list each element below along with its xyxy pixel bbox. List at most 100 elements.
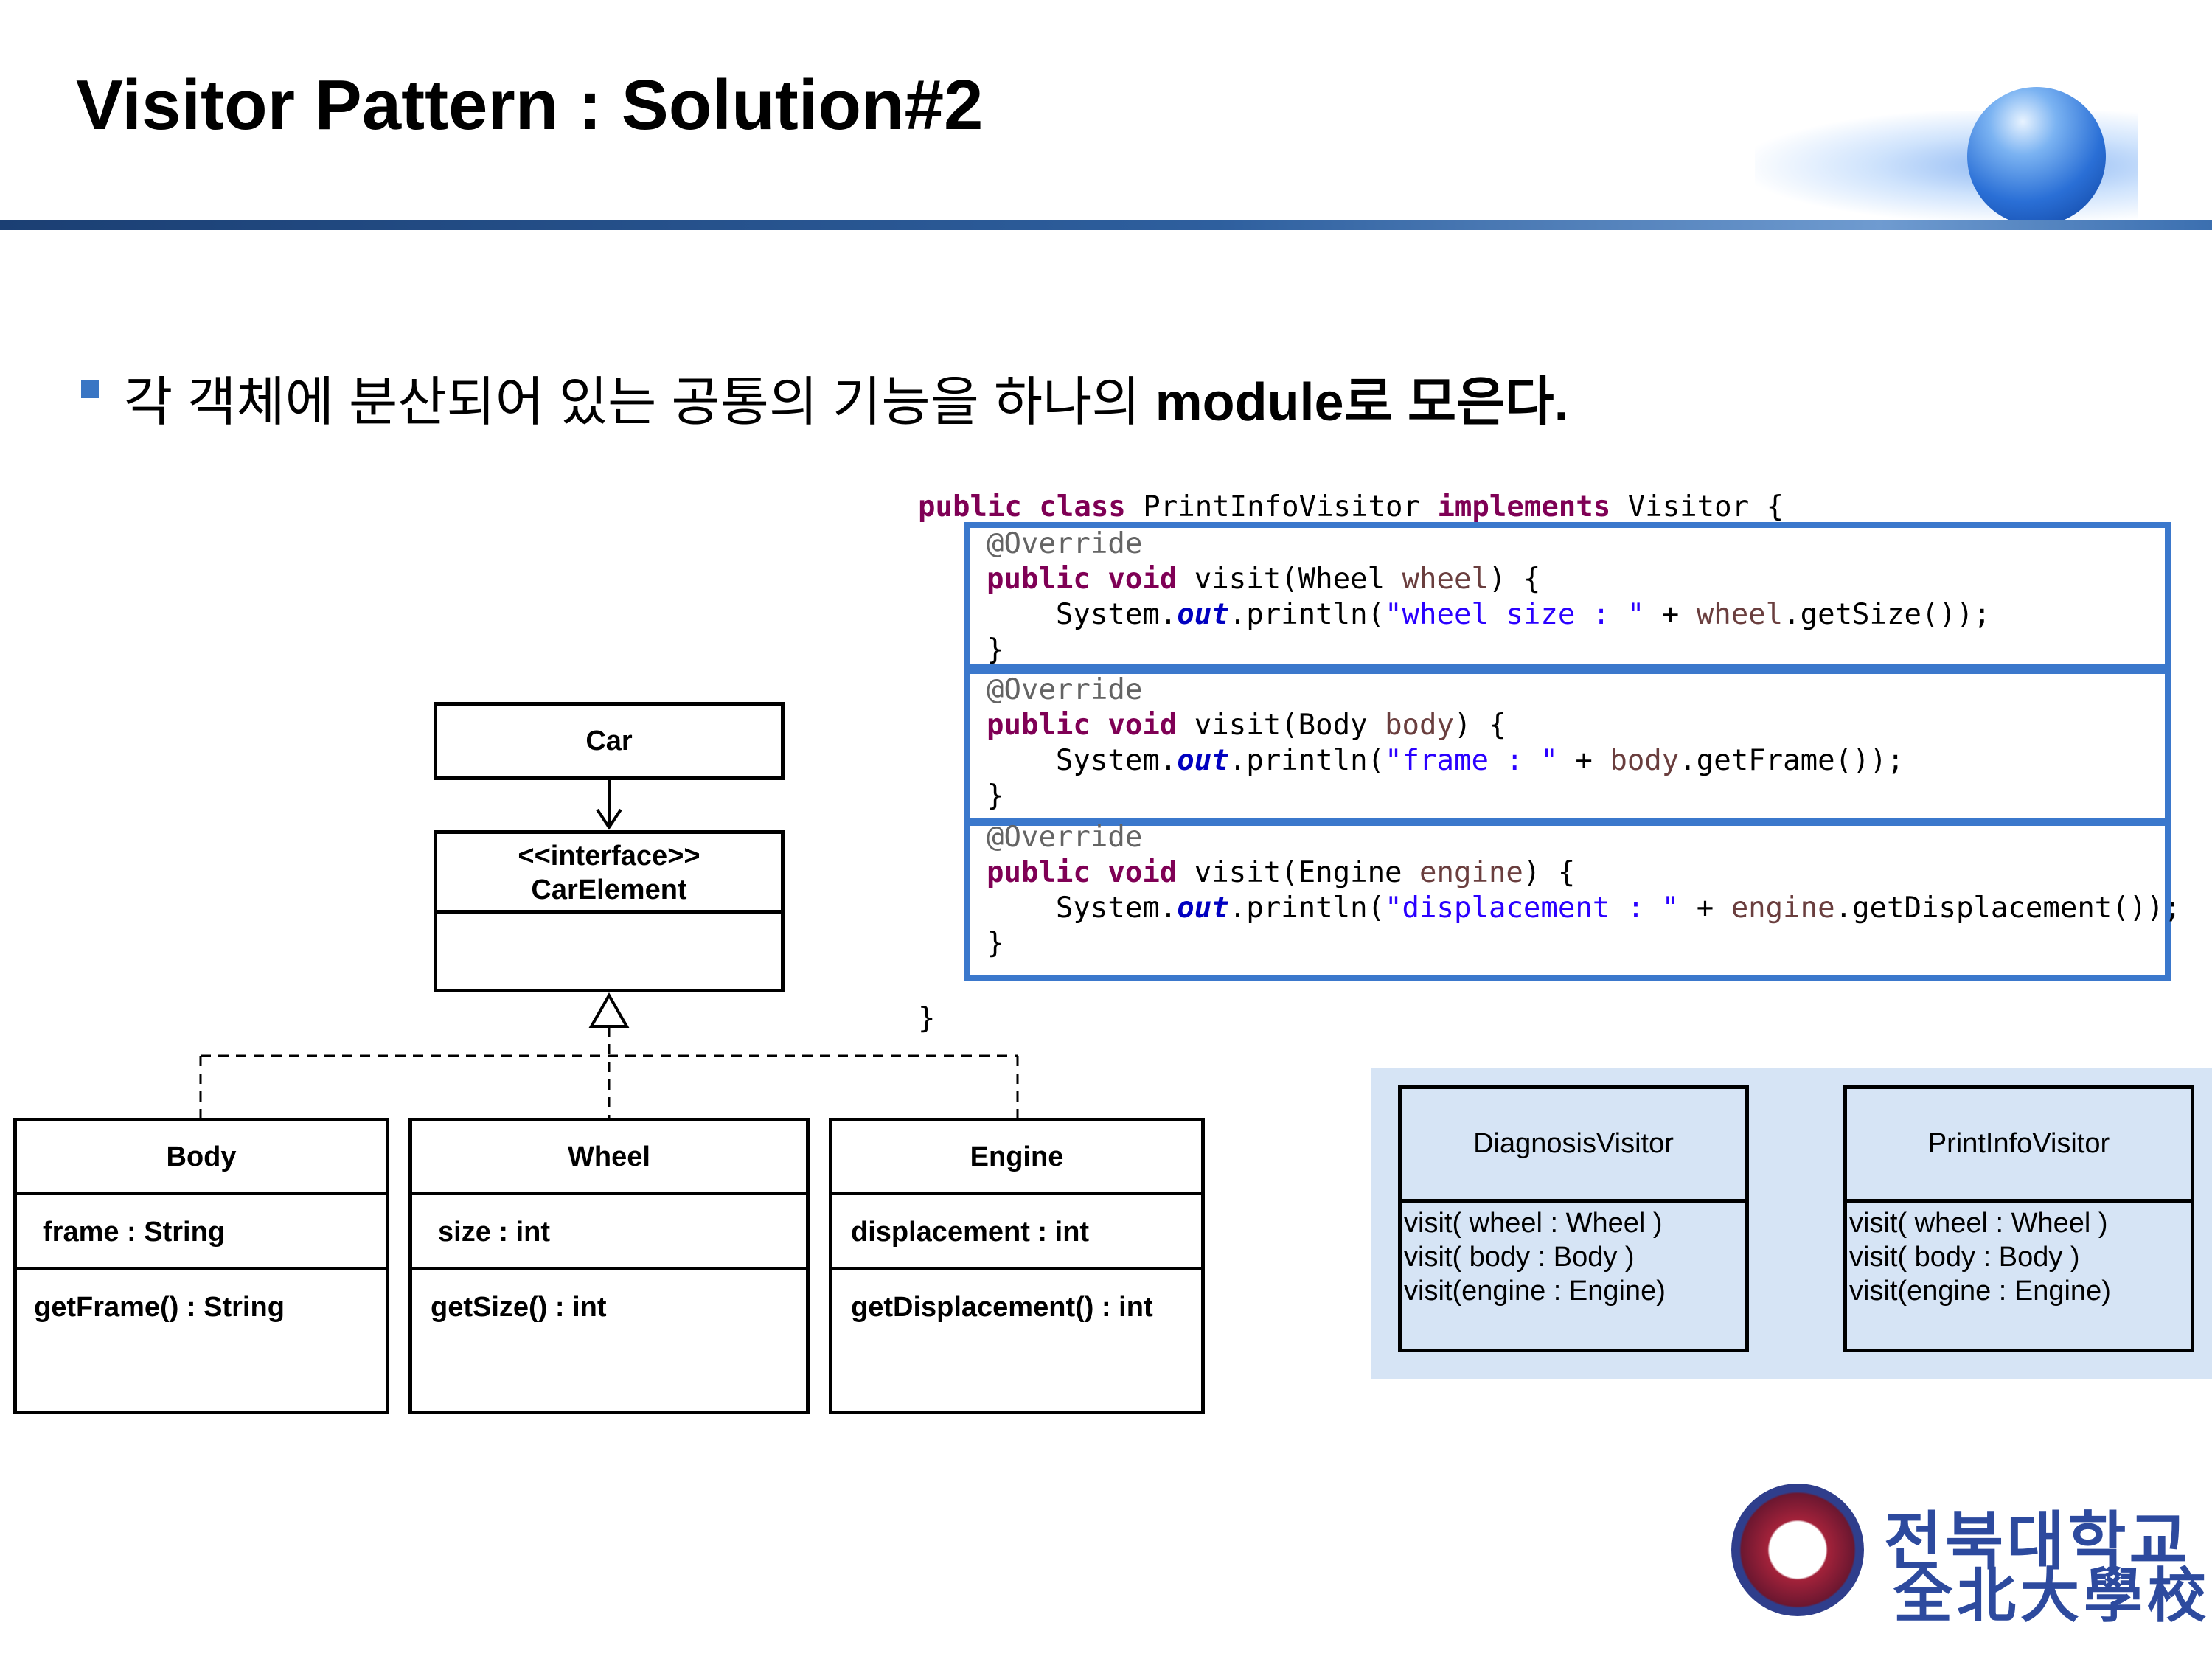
university-name-hanja: 全北大學校 <box>1893 1563 2211 1629</box>
university-name-korean: 전북대학교 <box>1884 1506 2191 1577</box>
uml-engine-divider-1 <box>829 1192 1205 1195</box>
uml-body-box <box>13 1118 389 1414</box>
code-field: out <box>1177 744 1229 777</box>
code-text: visit(Body <box>1194 709 1385 742</box>
uml-car-box <box>434 702 785 780</box>
code-param: wheel <box>1402 563 1489 596</box>
code-annotation: @Override <box>987 673 1143 706</box>
visitor-op: visit(engine : Engine) <box>1404 1276 1666 1307</box>
visitor-box-diagnosis <box>1398 1085 1749 1352</box>
code-close-brace: } <box>987 633 1004 667</box>
code-close-brace: } <box>987 927 1004 960</box>
code-text: System. <box>1055 598 1178 631</box>
code-text: .getDisplacement()); <box>1834 891 2182 925</box>
visitor-op: visit( body : Body ) <box>1849 1242 2080 1273</box>
code-keyword: public <box>987 709 1091 742</box>
uml-engine-attribute: displacement : int <box>851 1217 1090 1248</box>
code-method-wheel: @Override public void visit(Wheel wheel)… <box>987 526 1991 668</box>
uml-engine-divider-2 <box>829 1267 1205 1270</box>
uml-carelement-stereotype: <<interface>> <box>518 841 700 872</box>
bullet-text-part2: 로 모은다. <box>1343 373 1569 432</box>
code-text: ) { <box>1523 856 1576 889</box>
code-text: + <box>1644 598 1697 631</box>
uml-body-name: Body <box>166 1141 237 1172</box>
code-class-name: PrintInfoVisitor <box>1143 490 1420 524</box>
code-param: engine <box>1419 856 1523 889</box>
uml-engine-operation: getDisplacement() : int <box>851 1292 1153 1323</box>
bullet-square-icon <box>81 380 99 398</box>
uml-engine-name: Engine <box>970 1141 1064 1172</box>
uml-body-attribute: frame : String <box>43 1217 226 1248</box>
code-text: .println( <box>1228 598 1385 631</box>
uml-carelement-name: CarElement <box>531 874 687 905</box>
uml-wheel-operation: getSize() : int <box>431 1292 607 1323</box>
code-string: "frame : " <box>1385 744 1558 777</box>
code-interface-name: Visitor { <box>1627 490 1784 524</box>
code-annotation: @Override <box>987 527 1143 560</box>
code-text: visit(Wheel <box>1194 563 1402 596</box>
visitor-op: visit( wheel : Wheel ) <box>1404 1208 1663 1239</box>
visitor-op: visit( body : Body ) <box>1404 1242 1635 1273</box>
uml-wheel-name: Wheel <box>568 1141 650 1172</box>
uml-carelement-divider <box>434 910 785 914</box>
uml-wheel-attribute: size : int <box>438 1217 551 1248</box>
uml-car-name: Car <box>585 726 633 757</box>
code-variable: wheel <box>1696 598 1784 631</box>
code-keyword: public <box>918 490 1022 524</box>
code-text: ) { <box>1453 709 1506 742</box>
visitor-box-printinfo <box>1843 1085 2194 1352</box>
realization-triangle <box>588 992 630 1028</box>
code-text: .getSize()); <box>1783 598 1991 631</box>
bullet-text-bold: module <box>1155 373 1344 432</box>
slide-title: Visitor Pattern : Solution#2 <box>76 66 984 145</box>
code-text: visit(Engine <box>1194 856 1420 889</box>
uml-body-divider-2 <box>13 1267 389 1270</box>
visitor-box-diagnosis-divider <box>1398 1199 1749 1203</box>
code-text: .println( <box>1228 744 1385 777</box>
code-param: body <box>1385 709 1454 742</box>
code-string: "displacement : " <box>1385 891 1680 925</box>
code-keyword: implements <box>1437 490 1611 524</box>
uml-engine-box <box>829 1118 1205 1414</box>
code-keyword: void <box>1107 563 1178 596</box>
code-variable: engine <box>1731 891 1835 925</box>
sphere-icon <box>1967 87 2106 226</box>
university-seal-icon <box>1731 1484 1864 1616</box>
visitor-name-printinfo: PrintInfoVisitor <box>1927 1128 2110 1159</box>
code-variable: body <box>1610 744 1680 777</box>
code-field: out <box>1177 891 1229 925</box>
code-method-engine: @Override public void visit(Engine engin… <box>987 820 2181 961</box>
bullet-text: 각 객체에 분산되어 있는 공통의 기능을 하나의 module로 모은다. <box>124 358 1569 436</box>
code-string: "wheel size : " <box>1385 598 1645 631</box>
code-text: ) { <box>1488 563 1541 596</box>
code-keyword: void <box>1107 709 1178 742</box>
code-field: out <box>1177 598 1229 631</box>
uml-wheel-divider-1 <box>408 1192 810 1195</box>
uml-wheel-divider-2 <box>408 1267 810 1270</box>
code-keyword: class <box>1039 490 1126 524</box>
uml-body-operation: getFrame() : String <box>34 1292 285 1323</box>
visitor-name-diagnosis: DiagnosisVisitor <box>1473 1128 1674 1159</box>
code-method-box-engine <box>964 820 2171 981</box>
code-class-line: public class PrintInfoVisitor implements… <box>918 490 1784 525</box>
code-class-close: } <box>918 1002 936 1035</box>
uml-body-divider-1 <box>13 1192 389 1195</box>
code-method-box-wheel <box>964 522 2171 669</box>
visitor-op: visit(engine : Engine) <box>1849 1276 2111 1307</box>
header-divider <box>0 220 2212 230</box>
code-keyword: public <box>987 563 1091 596</box>
code-text: System. <box>1055 744 1178 777</box>
code-method-body: @Override public void visit(Body body) {… <box>987 672 1905 814</box>
bullet-text-part1: 각 객체에 분산되어 있는 공통의 기능을 하나의 <box>124 373 1155 432</box>
code-text: + <box>1557 744 1610 777</box>
visitor-box-printinfo-divider <box>1843 1199 2194 1203</box>
code-text: + <box>1679 891 1731 925</box>
code-close-brace: } <box>987 779 1004 813</box>
code-text: .println( <box>1228 891 1385 925</box>
code-text: .getFrame()); <box>1679 744 1905 777</box>
code-keyword: void <box>1107 856 1178 889</box>
code-keyword: public <box>987 856 1091 889</box>
car-to-carelement-arrow-head <box>596 808 622 830</box>
code-annotation: @Override <box>987 821 1143 854</box>
